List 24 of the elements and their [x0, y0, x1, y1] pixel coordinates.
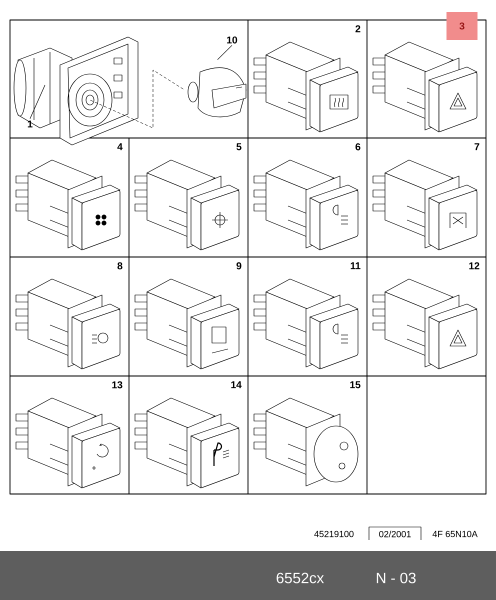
- callout-number: 6: [356, 143, 360, 150]
- callout-number: 15: [350, 381, 360, 388]
- callout-number: 10: [227, 36, 238, 44]
- leader-line: [217, 45, 232, 60]
- callout-number: 12: [469, 262, 480, 270]
- footer-text: N - 03: [376, 572, 416, 584]
- leader-line: [30, 84, 46, 120]
- callout-number: 4: [117, 143, 123, 150]
- callout-number: 14: [231, 381, 242, 388]
- callout-number: 8: [117, 262, 122, 270]
- callout-number: 5: [236, 143, 242, 150]
- code-text: 4F 65N10A: [432, 530, 478, 538]
- callout-number: 13: [112, 381, 122, 388]
- callout-number: 9: [236, 262, 242, 270]
- assembly-line: [90, 70, 185, 128]
- knob-drawing: [188, 67, 246, 118]
- callout-number: 1: [28, 120, 32, 128]
- code-text: 45219100: [314, 530, 354, 538]
- footer-text: 6552cx: [276, 572, 324, 584]
- callout-number: 7: [474, 143, 480, 150]
- highlighted-callout-number: 3: [446, 12, 478, 40]
- date-text: 02/2001: [368, 526, 422, 540]
- callout-number: 2: [356, 25, 360, 32]
- callout-number: 11: [350, 262, 360, 270]
